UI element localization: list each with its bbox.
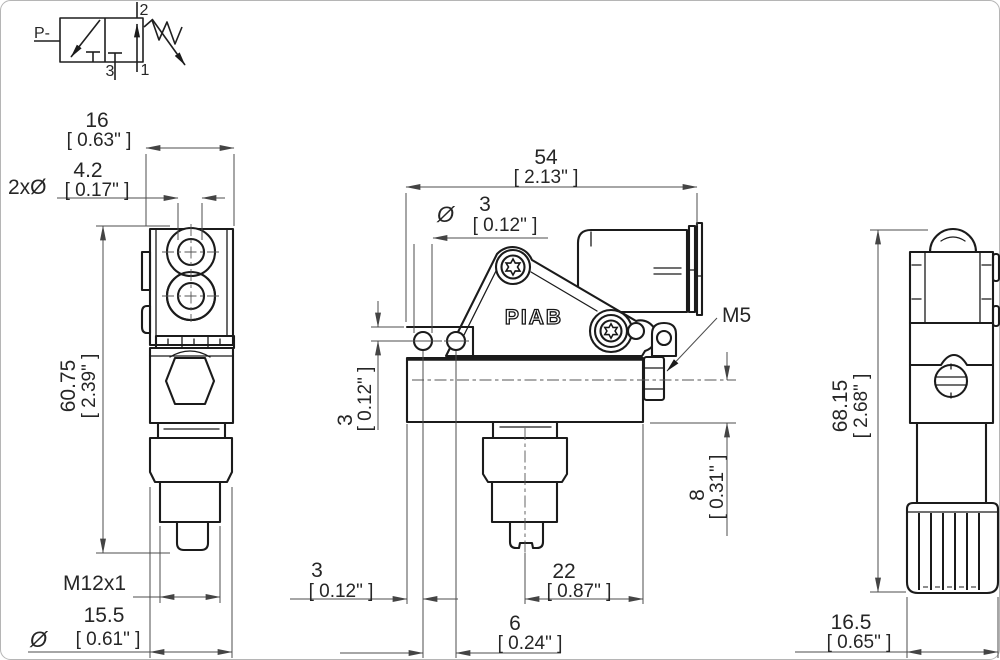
dim-center-edge-mm: 22 [552,560,575,583]
dim-body-dia-in: [ 0.61" ] [76,629,141,650]
side-tab-upper [991,252,1000,283]
dim-side-width-mm: 54 [534,146,558,169]
dim-body-dia-mm: 15.5 [84,604,125,627]
valve-symbol-box [59,17,144,63]
side-boss [140,304,152,335]
end-view: 68.15 [ 2.68" ] 16.5 [ 0.65" ] [795,228,1000,658]
dim-hole-dia-mm: 3 [479,193,491,216]
dim-flange-offset-in: [ 0.12" ] [355,367,376,432]
connector-plate-2 [695,221,704,317]
dim-flange-offset-mm: 3 [334,414,357,426]
connector-housing [576,228,689,314]
front-view-body [140,224,236,552]
dim-hole-pitch-in: [ 0.24" ] [498,633,563,654]
dim-hole-pitch-mm: 6 [509,612,521,635]
end-view-dimensions: 68.15 [ 2.68" ] 16.5 [ 0.65" ] [795,229,999,658]
dim-end-height-in: [ 2.68" ] [851,374,872,439]
side-tab-lower [991,304,1000,328]
dim-width-mm: 16 [85,109,108,132]
dim-hole-count: 2xØ [8,176,47,199]
dim-height-in: [ 2.39" ] [79,354,100,419]
dim-end-width-mm: 16.5 [831,611,872,634]
knurled-cap [905,501,1000,595]
roller-dome [928,228,978,254]
port-1-label: 1 [141,62,150,79]
side-view-dimensions: 54 [ 2.13" ] Ø 3 [ 0.12" ] 3 [ 0.12" ] M… [290,146,751,658]
dim-hole-dia-in: [ 0.17" ] [65,180,130,201]
front-view-dimensions: 16 [ 0.63" ] 2xØ 4.2 [ 0.17" ] 60.75 [ 2… [8,109,235,658]
brand-logo: PIAB [505,306,563,329]
dim-hole-dia-mm: 4.2 [73,159,102,182]
dim-edge-hole-in: [ 0.12" ] [309,581,374,602]
dim-port-thread: M5 [722,304,751,327]
dim-height-mm: 60.75 [57,360,80,413]
thread-bushing [158,480,222,524]
dim-port-depth-in: [ 0.31" ] [707,455,728,520]
dim-side-width-in: [ 2.13" ] [514,167,579,188]
port-2-label: 2 [140,2,149,19]
dim-hole-dia-in: [ 0.12" ] [473,215,538,236]
port-3-label: 3 [106,63,115,80]
dim-end-width-in: [ 0.65" ] [827,632,892,653]
spring-adjust-arrow [151,18,186,66]
dim-edge-hole-mm: 3 [311,559,323,582]
plunger-tip-side [508,520,545,550]
side-view: PIAB 54 [ 2.13" ] [290,146,751,658]
connector-plate-1 [687,224,697,314]
dim-hole-dia-symbol: Ø [436,202,456,227]
body-barrel [148,436,234,484]
plunger-tip [175,520,210,552]
side-lug [140,250,152,292]
dim-end-height-mm: 68.15 [829,380,852,433]
hex-nut [164,356,216,406]
pneumatic-symbol: P- 2 3 1 [34,2,186,80]
front-view: 16 [ 0.63" ] 2xØ 4.2 [ 0.17" ] 60.75 [ 2… [8,109,236,658]
flow-path-arrow [70,19,101,58]
supply-port-label: P- [34,25,50,42]
slotted-screw-icon [933,363,969,399]
dim-width-in: [ 0.63" ] [67,130,132,151]
dim-thread-label: M12x1 [63,572,126,595]
dim-port-depth-mm: 8 [686,489,709,501]
dim-dia-symbol: Ø [29,627,49,652]
spring-icon [143,19,183,45]
side-view-body: PIAB [405,221,736,560]
m5-port-fitting [642,355,666,402]
dim-center-edge-in: [ 0.87" ] [547,581,612,602]
end-view-body [905,228,1000,595]
